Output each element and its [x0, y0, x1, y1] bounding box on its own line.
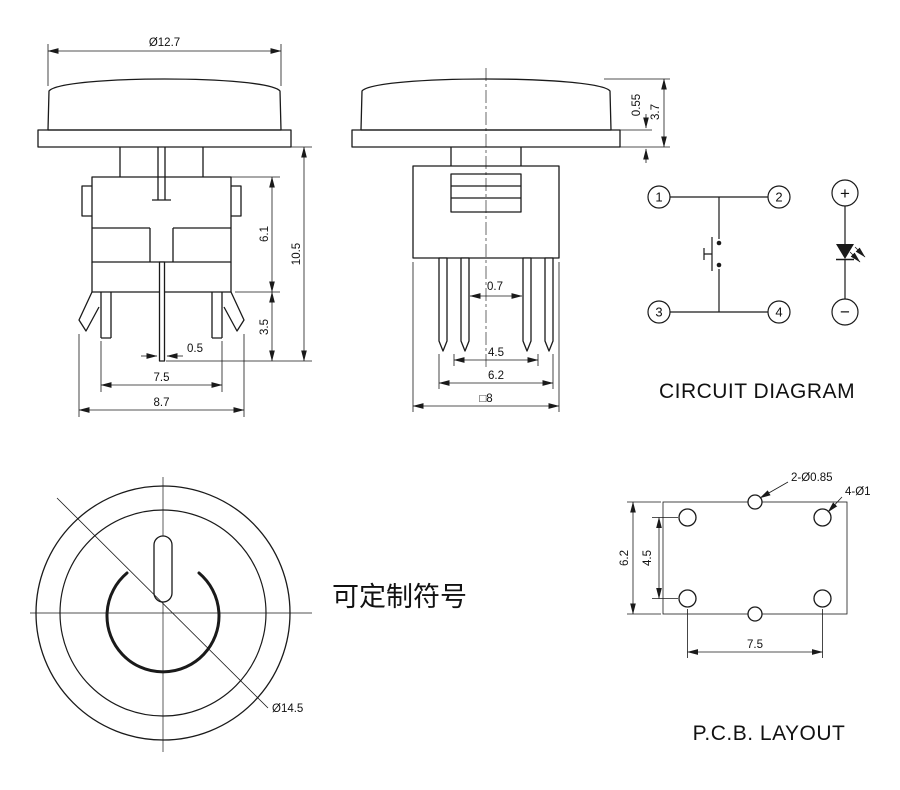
- power-symbol-bar: [153, 535, 173, 603]
- dim-front-cap-diameter: Ø12.7: [47, 37, 282, 86]
- circuit-diagram-title: CIRCUIT DIAGRAM: [659, 380, 855, 403]
- led-emission-arrow-1: [849, 251, 861, 263]
- circuit-contact-top: [716, 240, 722, 246]
- circuit-diagram: 1 2 3 4 + − CIRCUIT DIAGRAM: [647, 179, 866, 403]
- led-anode-circle: [831, 179, 859, 207]
- circuit-contact-bottom: [716, 262, 722, 268]
- front-feet: [100, 292, 223, 339]
- front-body: [91, 176, 232, 263]
- side-led-window-lines: [451, 185, 521, 199]
- dim-pcb-vertical-inner: 4.5: [642, 517, 678, 599]
- dim-text-front-cap-diameter: Ø12.7: [149, 37, 180, 49]
- dim-text-front-clip-height: 3.5: [259, 319, 271, 335]
- dim-text-side-pin-span: 6.2: [488, 370, 504, 382]
- pcb-pin-hole-bottom-left: [678, 589, 697, 608]
- dim-front-clip-height: 3.5: [259, 291, 275, 362]
- top-view-crosshair: [30, 477, 312, 752]
- dim-side-pin-pitch: 4.5: [453, 347, 539, 366]
- dim-text-front-clip-span: 8.7: [154, 397, 170, 409]
- dim-text-front-body-height: 6.1: [259, 226, 271, 242]
- side-pin-4: [544, 257, 554, 352]
- side-pin-3: [522, 257, 532, 352]
- dim-side-pin-thickness: 0.7: [469, 281, 523, 299]
- circuit-wires: [670, 196, 768, 313]
- dim-text-pcb-vertical-outer: 6.2: [619, 550, 631, 566]
- dim-text-side-body-width: □8: [479, 393, 492, 405]
- side-led-window: [450, 173, 522, 213]
- pcb-led-hole-top: [747, 494, 763, 510]
- dim-text-front-total-height: 10.5: [291, 243, 303, 265]
- side-flange: [351, 129, 621, 148]
- front-cap: [47, 78, 282, 131]
- callout-text-pin-holes: 4-Ø1: [845, 486, 871, 498]
- pcb-layout-title: P.C.B. LAYOUT: [693, 722, 846, 745]
- top-diameter-leader: [56, 497, 269, 709]
- side-view: 0.55 3.7 0.7 4.5 6.2 □8: [351, 68, 670, 412]
- led-anode-label: +: [840, 184, 850, 203]
- circuit-switch-actuator: [703, 237, 713, 271]
- dim-text-top-cap-diameter: Ø14.5: [272, 703, 303, 715]
- dim-side-cap-height: 3.7: [604, 78, 670, 148]
- side-cap: [360, 78, 612, 131]
- dim-text-front-pin-width: 0.5: [187, 343, 203, 355]
- dim-text-side-cap-height: 3.7: [650, 104, 662, 120]
- dim-front-body-height: 6.1: [231, 176, 280, 293]
- front-center-pin: [158, 261, 166, 362]
- pcb-led-hole-bottom: [747, 606, 763, 622]
- dim-text-pcb-vertical-inner: 4.5: [642, 550, 654, 566]
- circuit-pin1-label: 1: [655, 190, 662, 205]
- front-neck: [119, 147, 204, 201]
- side-pin-2: [460, 257, 470, 352]
- dim-front-total-height: 10.5: [166, 146, 312, 362]
- led-emission-arrow-2: [854, 246, 866, 258]
- dim-front-feet-span: 7.5: [100, 341, 223, 392]
- pcb-pin-hole-top-left: [678, 508, 697, 527]
- pcb-layout: 6.2 4.5 7.5 2-Ø0.85 4-Ø1 P.C.B. LAYOUT: [619, 472, 871, 745]
- side-pin-1: [438, 257, 448, 352]
- dim-text-side-pin-pitch: 4.5: [488, 347, 504, 359]
- dim-text-front-feet-span: 7.5: [154, 372, 170, 384]
- circuit-pin2-label: 2: [775, 190, 782, 205]
- dim-front-clip-span: 8.7: [78, 334, 245, 417]
- pcb-pin-hole-bottom-right: [813, 589, 832, 608]
- pcb-pin-hole-top-right: [813, 508, 832, 527]
- front-body-seam: [92, 227, 231, 262]
- side-neck: [450, 147, 522, 166]
- top-view: Ø14.5 可定制符号: [30, 477, 467, 752]
- led-triangle: [836, 244, 854, 259]
- power-symbol-arc: [105, 571, 221, 674]
- dim-side-body-width: □8: [412, 262, 560, 412]
- front-clips: [78, 291, 245, 332]
- top-outer-circle: [35, 485, 291, 741]
- dim-text-side-pin-thickness: 0.7: [487, 281, 503, 293]
- circuit-pin4-label: 4: [775, 305, 782, 320]
- callout-pcb-led-holes: 2-Ø0.85: [759, 472, 833, 499]
- dim-front-pin-width: 0.5: [141, 343, 203, 359]
- dim-text-side-flange-thickness: 0.55: [631, 94, 643, 116]
- dim-pcb-horizontal: 7.5: [687, 609, 823, 658]
- side-body: [412, 165, 560, 259]
- front-view: Ø12.7 10.5 6.1 3.5 0.5 7.5: [37, 37, 312, 417]
- front-side-hooks: [81, 185, 242, 217]
- callout-text-led-holes: 2-Ø0.85: [791, 472, 833, 484]
- dim-side-flange-thickness: 0.55: [620, 94, 652, 163]
- dim-side-pin-span: 6.2: [438, 354, 554, 389]
- top-inner-circle: [59, 509, 267, 717]
- dim-pcb-vertical-outer: 6.2: [619, 501, 661, 615]
- dim-text-pcb-horizontal: 7.5: [747, 639, 763, 651]
- led-cathode-label: −: [840, 303, 850, 322]
- front-flange: [37, 129, 292, 148]
- callout-pcb-pin-holes: 4-Ø1: [827, 486, 871, 513]
- circuit-pin3-label: 3: [655, 305, 662, 320]
- top-view-note: 可定制符号: [332, 582, 467, 612]
- led-cathode-circle: [831, 298, 859, 326]
